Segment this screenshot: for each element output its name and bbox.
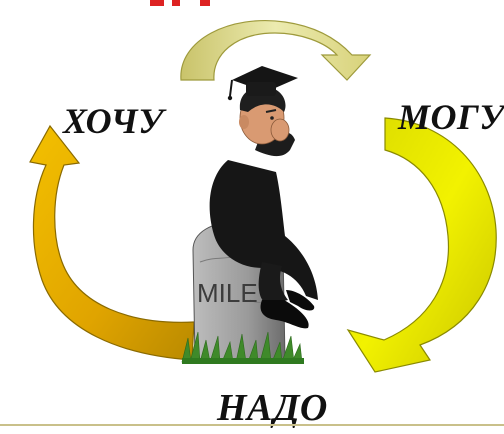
- top-red-marks: [150, 0, 210, 6]
- graduate-figure: [209, 66, 318, 329]
- label-want: ХОЧУ: [63, 101, 164, 141]
- bottom-rule: [0, 424, 504, 426]
- right-arc-arrow: [346, 117, 497, 373]
- milestone-label: MILE: [197, 278, 258, 308]
- left-arc-arrow: [29, 124, 195, 361]
- top-arc-arrow: [180, 20, 372, 81]
- grass: [181, 331, 304, 364]
- label-can: МОГУ: [398, 97, 504, 137]
- label-must: НАДО: [217, 387, 328, 429]
